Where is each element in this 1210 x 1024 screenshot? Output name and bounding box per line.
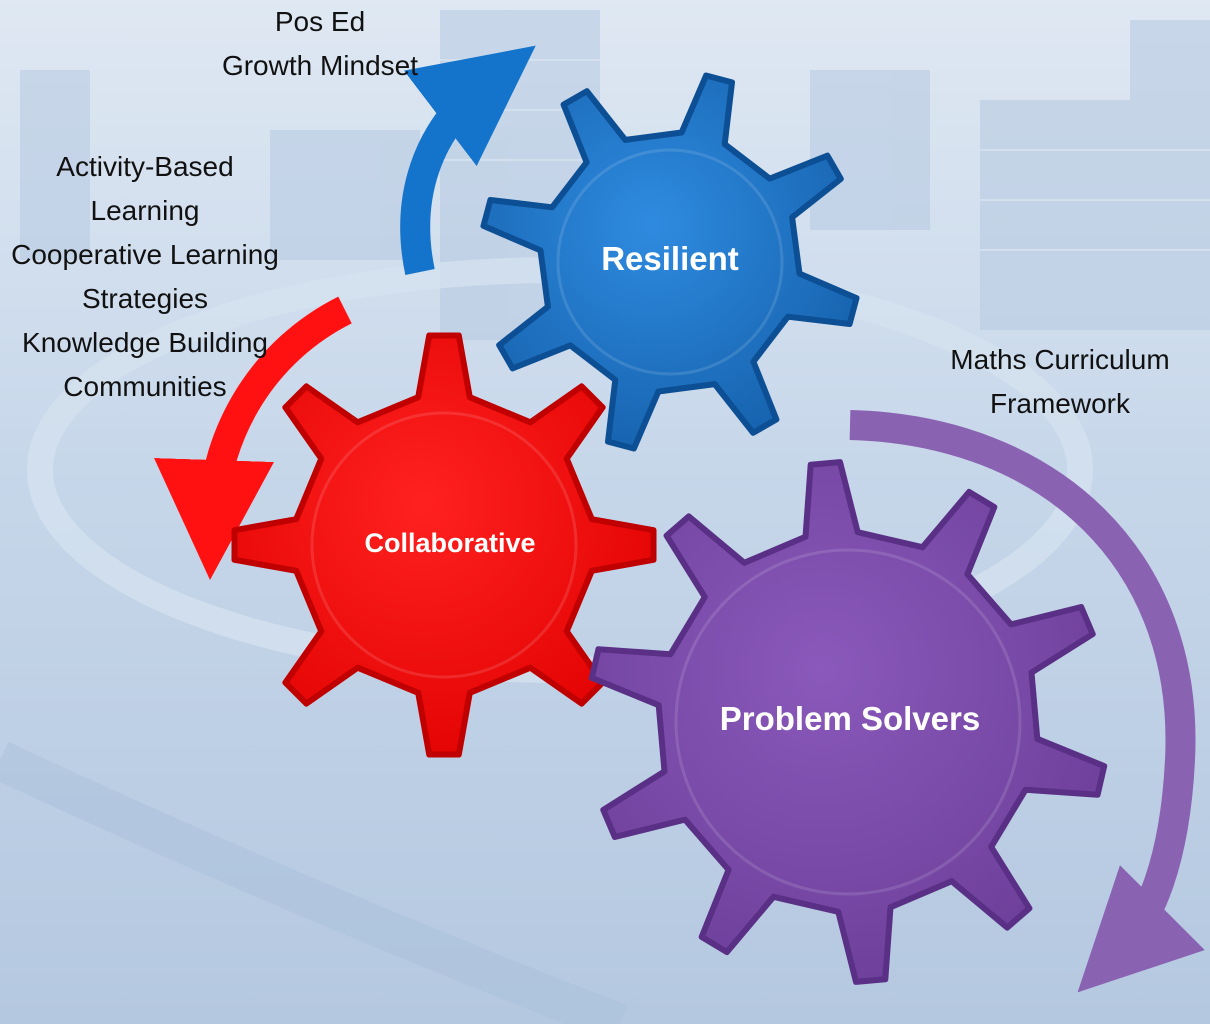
gear-blue-inner-ring	[556, 148, 784, 376]
gear-blue-body	[480, 72, 860, 452]
maths-line-1: Maths Curriculum	[950, 344, 1170, 375]
activity-line-3: Cooperative Learning	[11, 239, 279, 270]
gear-red-inner-ring	[310, 411, 578, 679]
resilient-gear	[480, 72, 860, 452]
problem-solvers-gear-label: Problem Solvers	[719, 700, 981, 737]
maths-label: Maths Curriculum Framework	[905, 338, 1210, 426]
red-curved-arrow	[154, 296, 352, 580]
activity-label: Activity-Based Learning Cooperative Lear…	[0, 145, 350, 409]
resilient-gear-label: Resilient	[601, 240, 739, 277]
pos-ed-line-2: Growth Mindset	[221, 50, 419, 81]
pos-ed-label: Pos Ed Growth Mindset	[170, 0, 470, 88]
gear-purple-inner-ring	[674, 548, 1022, 896]
problem-solvers-gear	[588, 459, 1108, 985]
activity-line-4: Strategies	[81, 283, 209, 314]
blue-curved-arrow	[400, 45, 536, 276]
pos-ed-line-1: Pos Ed	[274, 6, 366, 37]
activity-line-2: Learning	[90, 195, 200, 226]
collaborative-gear	[231, 332, 657, 758]
activity-line-6: Communities	[63, 371, 227, 402]
gear-purple-body	[588, 459, 1108, 985]
activity-line-1: Activity-Based	[56, 151, 234, 182]
gear-red-body	[231, 332, 657, 758]
collaborative-gear-label: Collaborative	[364, 528, 536, 558]
activity-line-5: Knowledge Building	[22, 327, 268, 358]
maths-line-2: Framework	[989, 388, 1130, 419]
purple-curved-arrow	[849, 410, 1205, 993]
